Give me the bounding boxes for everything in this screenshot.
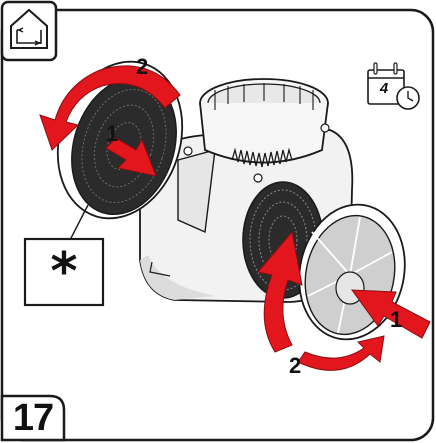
- house-cycle-icon: [2, 2, 56, 60]
- asterisk-icon: *: [25, 239, 103, 305]
- label-left-push: 1: [106, 123, 118, 145]
- right-rotate-arrow-lower: [298, 336, 384, 370]
- label-left-rotate: 2: [136, 56, 148, 78]
- label-right-rotate: 2: [289, 355, 301, 377]
- label-right-push: 1: [390, 309, 402, 331]
- calendar-day: 4: [374, 79, 394, 99]
- step-number: 17: [2, 396, 64, 440]
